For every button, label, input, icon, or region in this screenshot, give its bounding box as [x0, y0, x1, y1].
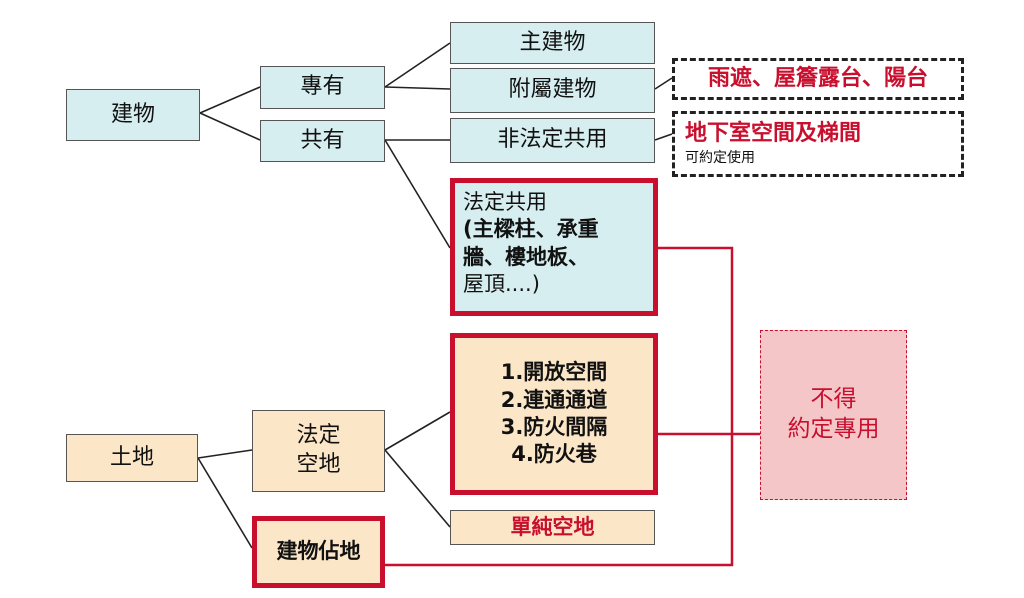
restriction-line-bottom [385, 434, 734, 567]
open-item-4: 4.防火巷 [511, 442, 597, 467]
link-building-common [199, 112, 261, 141]
basement-note-box: 地下室空間及梯間 可約定使用 [672, 111, 964, 177]
footprint-node: 建物佔地 [252, 516, 385, 588]
pure-open-node: 單純空地 [450, 510, 655, 545]
open-space-items-node: 1.開放空間 2.連通通道 3.防火間隔 4.防火巷 [450, 333, 658, 495]
non-statutory-common-node: 非法定共用 [450, 118, 655, 163]
restriction-node: 不得 約定專用 [760, 330, 907, 500]
statutory-common-line-4: 屋頂....) [463, 271, 540, 296]
statutory-open-line-1: 法定 [296, 423, 341, 449]
open-item-1: 1.開放空間 [500, 360, 608, 385]
statutory-open-line-2: 空地 [296, 452, 341, 477]
annex-note-box: 雨遮、屋簷露台、陽台 [672, 58, 964, 100]
open-item-3: 3.防火間隔 [500, 415, 608, 439]
open-item-2: 2.連通通道 [500, 387, 608, 412]
link-statopen-pure [384, 449, 451, 528]
basement-note-title: 地下室空間及梯間 [685, 121, 862, 146]
link-nonstat-note [654, 133, 673, 141]
restriction-line-1: 不得 [810, 386, 857, 413]
link-land-statopen [197, 449, 253, 459]
link-land-footprint [197, 457, 253, 549]
link-statopen-items [384, 411, 451, 451]
basement-note-sub: 可約定使用 [685, 149, 755, 166]
link-exclusive-main [384, 42, 451, 88]
statutory-common-line-1: 法定共用 [463, 190, 547, 214]
link-common-stat [384, 139, 451, 249]
exclusive-node: 專有 [260, 66, 385, 109]
statutory-common-line-3: 牆、樓地板、 [463, 244, 589, 269]
link-building-exclusive [199, 86, 261, 114]
land-node: 土地 [66, 434, 198, 482]
common-node: 共有 [260, 120, 385, 162]
statutory-common-node: 法定共用 (主樑柱、承重 牆、樓地板、 屋頂....) [450, 178, 658, 316]
building-node: 建物 [66, 89, 200, 141]
link-exclusive-annex [384, 86, 451, 90]
main-building-node: 主建物 [450, 22, 655, 64]
annex-building-node: 附屬建物 [450, 68, 655, 113]
restriction-line-top [658, 246, 734, 434]
statutory-common-line-2: (主樑柱、承重 [463, 217, 599, 242]
statutory-open-node: 法定 空地 [252, 410, 385, 492]
link-annex-note [654, 77, 673, 90]
restriction-line-2: 約定專用 [787, 416, 880, 442]
